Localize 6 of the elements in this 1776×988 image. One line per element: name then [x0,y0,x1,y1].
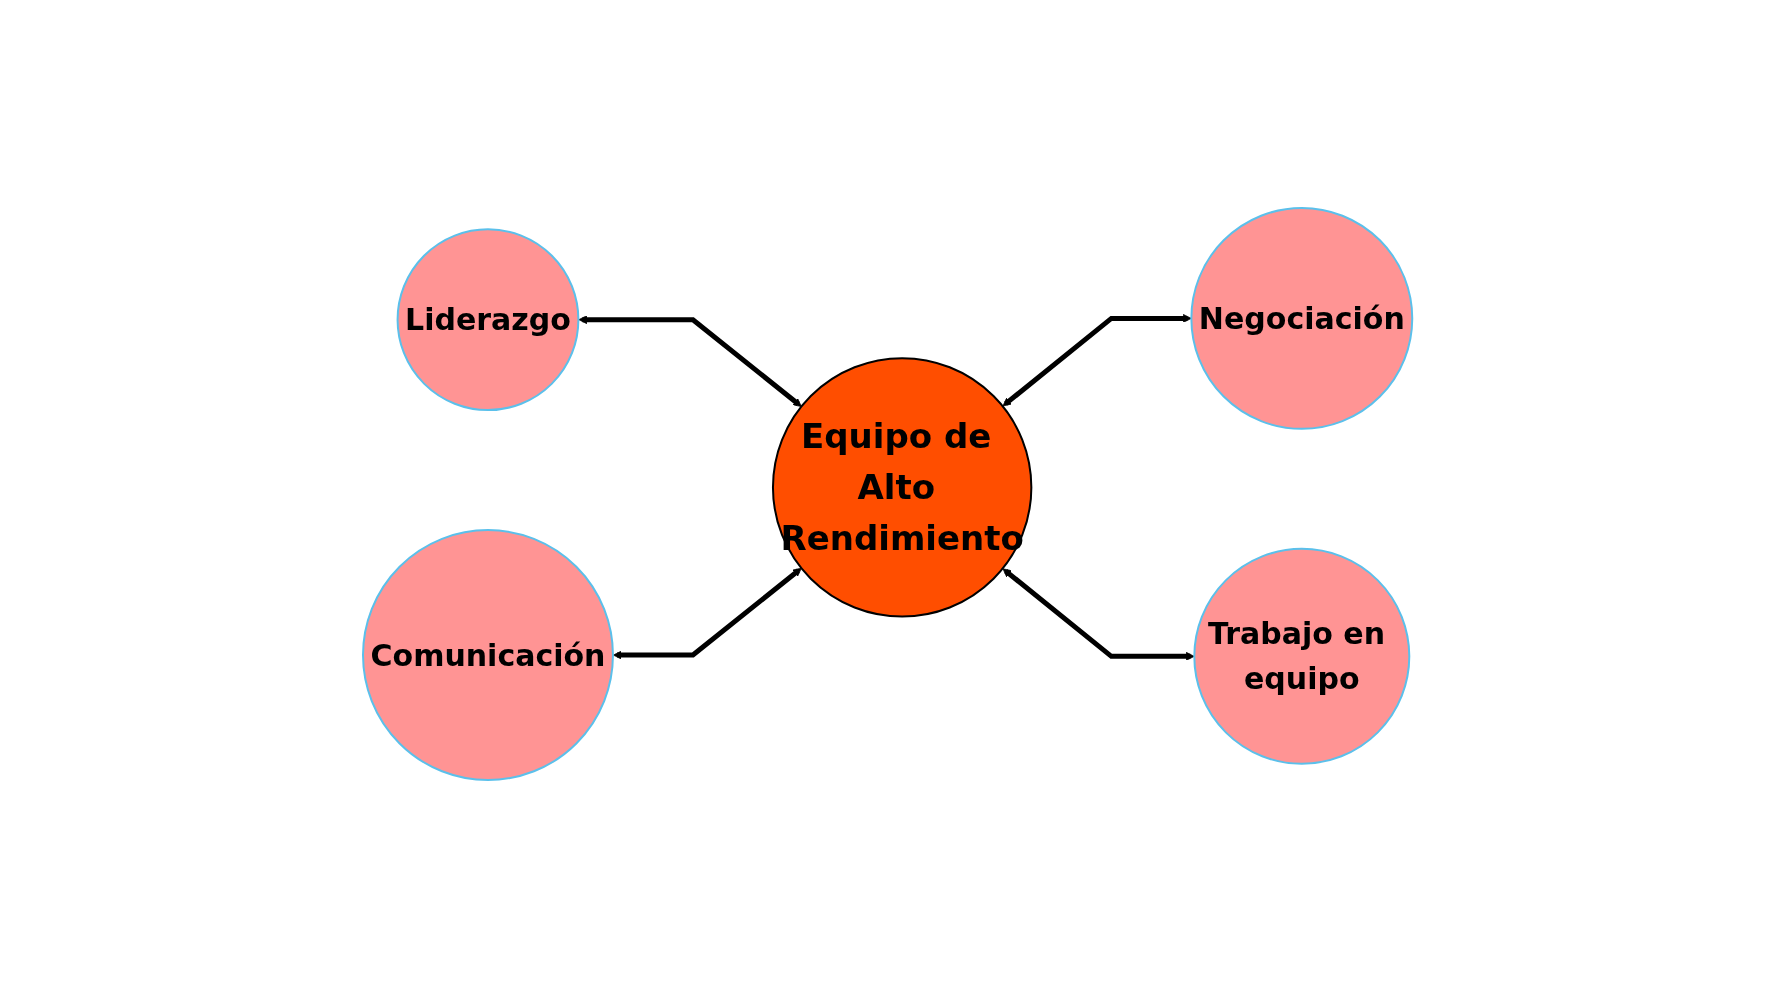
arrow [613,567,803,660]
node-circle: Liderazgo [396,228,580,412]
node-circle: Comunicación [362,529,615,782]
node-circle: Trabajo en equipo [1193,547,1411,765]
node-circle: Negociación [1190,206,1414,430]
arrow [578,315,803,407]
